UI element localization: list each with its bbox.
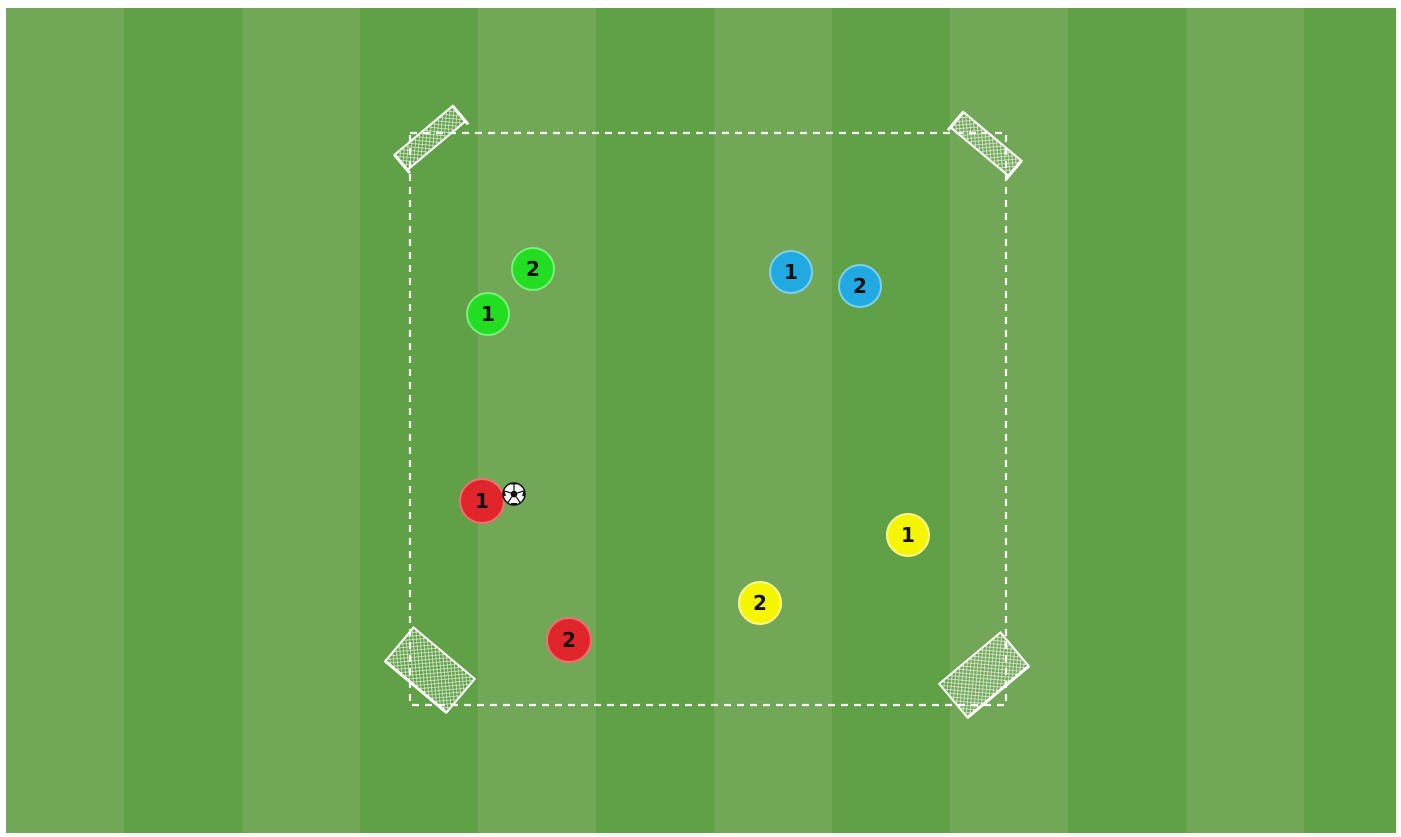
- player-blue-1[interactable]: 1: [770, 251, 812, 293]
- player-number: 1: [784, 260, 798, 284]
- pitch-stripe: [1186, 8, 1304, 833]
- pitch-stripe: [360, 8, 478, 833]
- player-number: 2: [562, 628, 576, 652]
- pitch-stripe: [1304, 8, 1396, 833]
- player-yellow-2[interactable]: 2: [739, 582, 781, 624]
- pitch-stripe: [242, 8, 360, 833]
- player-number: 1: [481, 302, 495, 326]
- player-number: 1: [901, 523, 915, 547]
- pitch-stripe: [596, 8, 714, 833]
- player-red-2[interactable]: 2: [547, 618, 591, 662]
- player-blue-2[interactable]: 2: [839, 265, 881, 307]
- pitch-stripe: [124, 8, 242, 833]
- pitch-stripe: [1068, 8, 1186, 833]
- player-red-1[interactable]: 1: [460, 479, 504, 523]
- pitch-stripe: [714, 8, 832, 833]
- player-number: 2: [753, 591, 767, 615]
- pitch-stripe: [478, 8, 596, 833]
- pitch-stripes: [6, 8, 1396, 833]
- player-green-2[interactable]: 2: [512, 248, 554, 290]
- player-green-1[interactable]: 1: [467, 293, 509, 335]
- player-number: 2: [853, 274, 867, 298]
- soccer-ball-icon[interactable]: [503, 483, 525, 505]
- player-yellow-1[interactable]: 1: [887, 514, 929, 556]
- player-number: 1: [475, 489, 489, 513]
- soccer-pitch: 2 1 1 2 1 2 1 2: [6, 8, 1396, 833]
- pitch-stripe: [6, 8, 124, 833]
- player-number: 2: [526, 257, 540, 281]
- pitch-stripe: [832, 8, 950, 833]
